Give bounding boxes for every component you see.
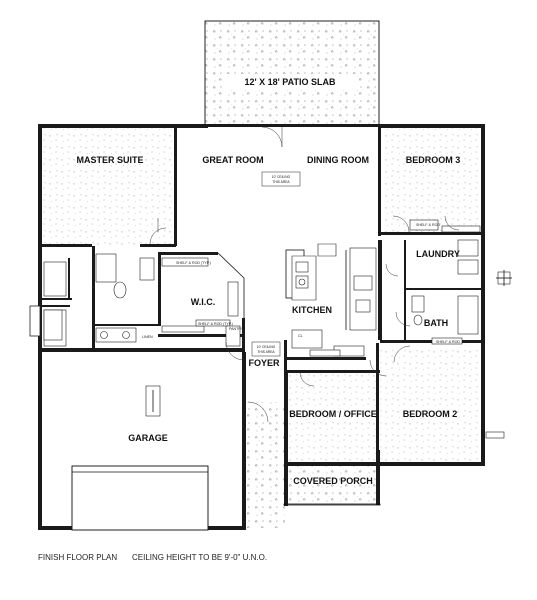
garage <box>29 305 209 531</box>
linen-label: LINEN <box>142 335 153 339</box>
bedroom2-floor <box>380 346 480 462</box>
footer-ceiling-note: CEILING HEIGHT TO BE 9'-0" U.N.O. <box>132 553 268 562</box>
foyer-ceiling-line2: THIS AREA <box>257 350 275 354</box>
door-swings <box>149 126 460 423</box>
covered-porch-floor <box>288 462 380 504</box>
patio-label: 12' X 18' PATIO SLAB <box>245 77 336 87</box>
covered-porch-label: COVERED PORCH <box>293 476 373 486</box>
patio-slab: 12' X 18' PATIO SLAB <box>204 20 380 127</box>
closet-label: CL <box>298 334 303 338</box>
foyer-porch-floor <box>247 402 285 528</box>
laundry-label: LAUNDRY <box>416 249 460 259</box>
shelf-rod-note-4: SHELF & ROD <box>436 340 460 344</box>
garage-label: GARAGE <box>128 433 168 443</box>
shelves <box>161 219 481 357</box>
great-room-label: GREAT ROOM <box>202 155 263 165</box>
pantry-label: PANTRY <box>229 327 244 331</box>
bath-fixtures <box>43 239 479 347</box>
kitchen-cabinets <box>291 243 377 357</box>
foyer-ceiling-line1: 10' CEILING <box>257 345 276 349</box>
ceiling-note-line2: THIS AREA <box>272 180 290 184</box>
bedroom-office-label: BEDROOM / OFFICE <box>289 409 377 419</box>
bedroom-office-floor <box>288 372 378 462</box>
master-suite-floor <box>42 128 176 246</box>
bedroom3-floor <box>383 128 481 234</box>
vent-symbol <box>485 270 512 439</box>
shelf-rod-note-2: SHELF & ROD (TYP.) <box>198 322 233 326</box>
master-suite-label: MASTER SUITE <box>76 155 143 165</box>
room-labels: MASTER SUITE GREAT ROOM DINING ROOM BEDR… <box>76 155 460 486</box>
bedroom3-label: BEDROOM 3 <box>406 155 461 165</box>
annotations: 10' CEILING THIS AREA 10' CEILING THIS A… <box>142 171 460 357</box>
bath-label: BATH <box>424 318 448 328</box>
wic-label: W.I.C. <box>191 297 216 307</box>
shelf-rod-note-3: SHELF & ROD <box>416 223 440 227</box>
footer-plan-title: FINISH FLOOR PLAN <box>38 553 118 562</box>
kitchen-label: KITCHEN <box>292 305 332 315</box>
interior-walls <box>42 128 482 453</box>
bedroom2-label: BEDROOM 2 <box>403 409 458 419</box>
foyer-label: FOYER <box>248 358 280 368</box>
shelf-rod-note-1: SHELF & ROD (TYP.) <box>176 261 211 265</box>
ceiling-note-line1: 10' CEILING <box>272 175 291 179</box>
dining-room-label: DINING ROOM <box>307 155 369 165</box>
